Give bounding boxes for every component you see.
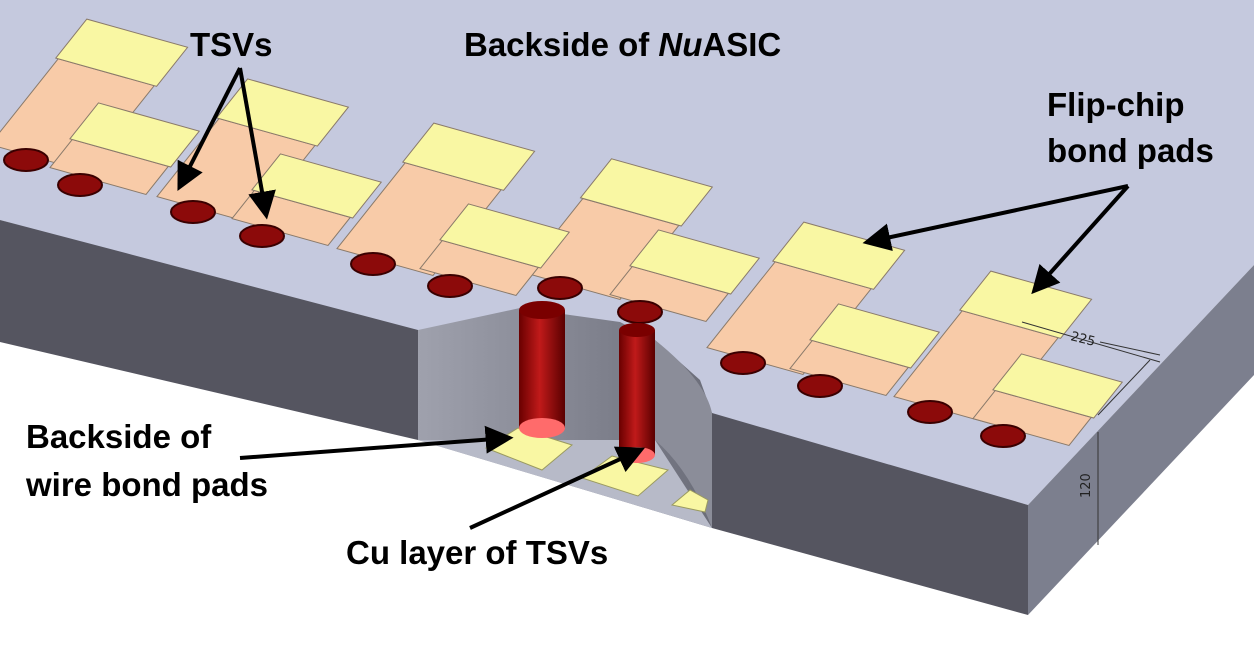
label-tsvs: TSVs (190, 26, 273, 63)
wire-bond-pad-backside (670, 489, 709, 513)
tsv-via (3, 148, 49, 172)
label-flipchip-line1: Flip-chip (1047, 86, 1185, 123)
flip-chip-bond-pad (958, 270, 1093, 339)
flip-chip-bond-pad (401, 122, 536, 191)
cutaway-curved-wall (655, 340, 712, 528)
flip-chip-bond-pad (809, 303, 941, 369)
flip-chip-bond-pad (215, 78, 350, 147)
tsv-via (907, 400, 953, 424)
chip-front-face-right (712, 413, 1028, 615)
title-prefix: Backside of (464, 26, 659, 63)
tsv-via (350, 252, 396, 276)
flip-chip-bond-pad (251, 153, 383, 219)
chip-front-face-left (0, 220, 418, 440)
tsv-via (57, 173, 103, 197)
chip-right-face (1028, 265, 1254, 615)
tsv-via (537, 276, 583, 300)
tsv-via (427, 274, 473, 298)
arrow-cu-layer (469, 446, 646, 530)
tsv-top-cap (519, 301, 565, 319)
title-italic: Nu (658, 26, 703, 63)
tsv-cylinders (519, 301, 655, 463)
label-backside-line2: wire bond pads (26, 466, 269, 503)
tsv-via (170, 200, 216, 224)
title-suffix: ASIC (702, 26, 782, 63)
tsv-cylinder (619, 330, 655, 455)
dimension-annotations: 225 120 (1021, 321, 1161, 545)
label-backside-line1: Backside of (26, 418, 212, 455)
arrow-backside-wirebond (239, 425, 514, 460)
tsv-via (720, 351, 766, 375)
label-cu-layer: Cu layer of TSVs (346, 534, 609, 571)
diagram-title: Backside of NuASIC (464, 26, 781, 64)
flip-chip-bond-pad (771, 221, 906, 290)
tsv-via (239, 224, 285, 248)
tsv-top-cap (619, 323, 655, 337)
dimension-thickness: 120 (1079, 473, 1094, 498)
bond-pads (0, 18, 1124, 448)
label-flipchip-line2: bond pads (1047, 132, 1214, 169)
arrow-tsv-1 (177, 67, 242, 191)
flip-chip-bond-pad (579, 158, 714, 227)
tsv-cu-bottom (519, 418, 565, 438)
flip-chip-bond-pad (992, 353, 1124, 419)
flip-chip-bond-pad (629, 229, 761, 295)
tsv-via (617, 300, 663, 324)
arrow-tsv-2 (238, 67, 276, 220)
flip-chip-bond-pad (54, 18, 189, 87)
flip-chip-bond-pad (439, 203, 571, 269)
flip-chip-bond-pad (69, 102, 201, 168)
callout-arrows (177, 67, 1130, 530)
dimension-pitch: 225 (1069, 329, 1097, 350)
tsv-cylinder (519, 310, 565, 428)
tsv-via (980, 424, 1026, 448)
tsv-via (797, 374, 843, 398)
arrow-flipchip-2 (1031, 184, 1130, 295)
arrow-flipchip-1 (862, 184, 1129, 251)
